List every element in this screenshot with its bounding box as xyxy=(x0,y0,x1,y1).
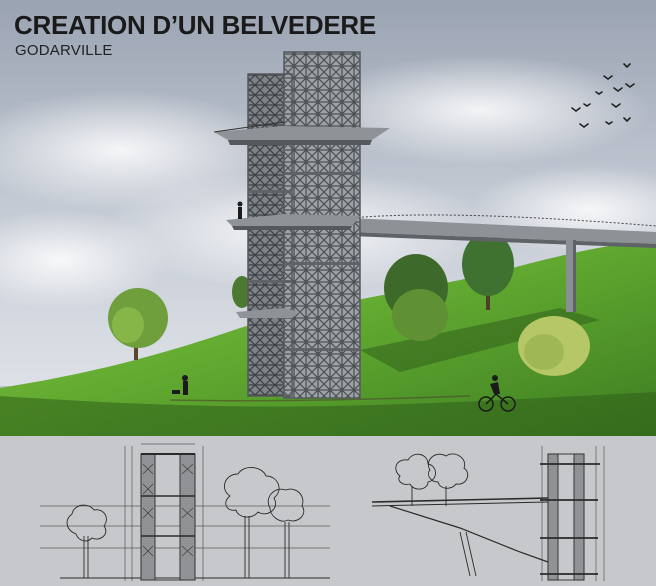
page-title: CREATION D’UN BELVEDERE xyxy=(14,10,376,40)
trees xyxy=(108,232,590,376)
footpath xyxy=(169,395,471,402)
elevation-hatch xyxy=(142,463,194,557)
hill-edge-shadow xyxy=(0,392,656,436)
page-subtitle: GODARVILLE xyxy=(15,42,113,59)
belvedere-tower xyxy=(213,51,390,399)
section-drawing xyxy=(371,446,605,581)
footbridge xyxy=(349,214,656,312)
render-scene xyxy=(0,0,656,436)
birds xyxy=(571,63,635,128)
technical-drawings xyxy=(0,436,656,586)
people xyxy=(172,201,516,412)
